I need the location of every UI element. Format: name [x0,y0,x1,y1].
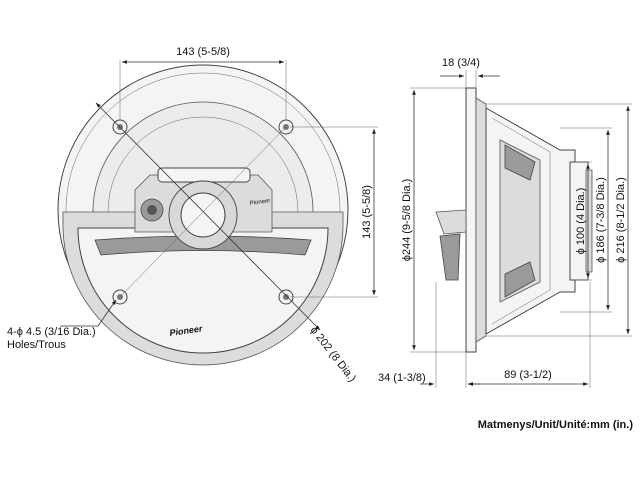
holes-label-line1: 4-ϕ 4.5 (3/16 Dia.) [7,326,96,338]
unit-label: Matmenys/Unit/Unité:mm (in.) [478,419,634,431]
dim-right-height: 143 (5-5/8) [290,126,378,298]
bridge-logo: Pioneer [249,198,270,207]
front-view: Pioneer Pioneer [57,64,349,366]
dia-244-label: ϕ244 (9-5/8 Dia.) [401,179,413,262]
side-view [435,87,593,353]
depth-top-label: 18 (3/4) [442,57,480,69]
basket-frame [491,117,551,325]
dia-186-label: ϕ 186 (7-3/8 Dia.) [595,177,607,263]
holes-label-line2: Holes/Trous [7,339,66,351]
basket-ribs [499,139,541,303]
basket-window-top [504,144,536,181]
dia-216-label: ϕ 216 (8-1/2 Dia.) [615,177,627,263]
grille-bracket [435,209,467,235]
diagonal-a [95,102,321,331]
tweeter-dome-center [147,205,157,215]
dia-202-label: ϕ 202 (8 Dia.) [308,324,359,384]
grille-logo: Pioneer [169,323,204,338]
dim-dia-100: ϕ 100 (4 Dia.) [575,161,592,281]
midrange-dome-inner [180,192,226,238]
dim-top-width: 143 (5-5/8) [119,46,287,120]
right-height-label: 143 (5-5/8) [361,185,373,239]
top-width-label: 143 (5-5/8) [176,46,230,58]
basket-window-bottom [504,261,536,298]
holes-callout: 4-ϕ 4.5 (3/16 Dia.) Holes/Trous [7,299,117,351]
flange-lip [475,97,487,343]
depth-back-label: 89 (3-1/2) [504,369,552,381]
grille-guard-inner [77,227,329,354]
dim-dia-244: ϕ244 (9-5/8 Dia.) [401,87,466,353]
depth-front-label: 34 (1-3/8) [378,372,426,384]
front-flange [465,87,477,353]
dim-dia-186: ϕ 186 (7-3/8 Dia.) [560,127,612,313]
dim-depth-bottom: 34 (1-3/8) 89 (3-1/2) [378,282,591,388]
dim-depth-top: 18 (3/4) [440,57,500,88]
dim-dia-216: ϕ 216 (8-1/2 Dia.) [486,103,632,337]
dia-100-label: ϕ 100 (4 Dia.) [575,188,587,255]
bracket-foot [439,233,461,281]
diagonal-b [119,126,287,298]
